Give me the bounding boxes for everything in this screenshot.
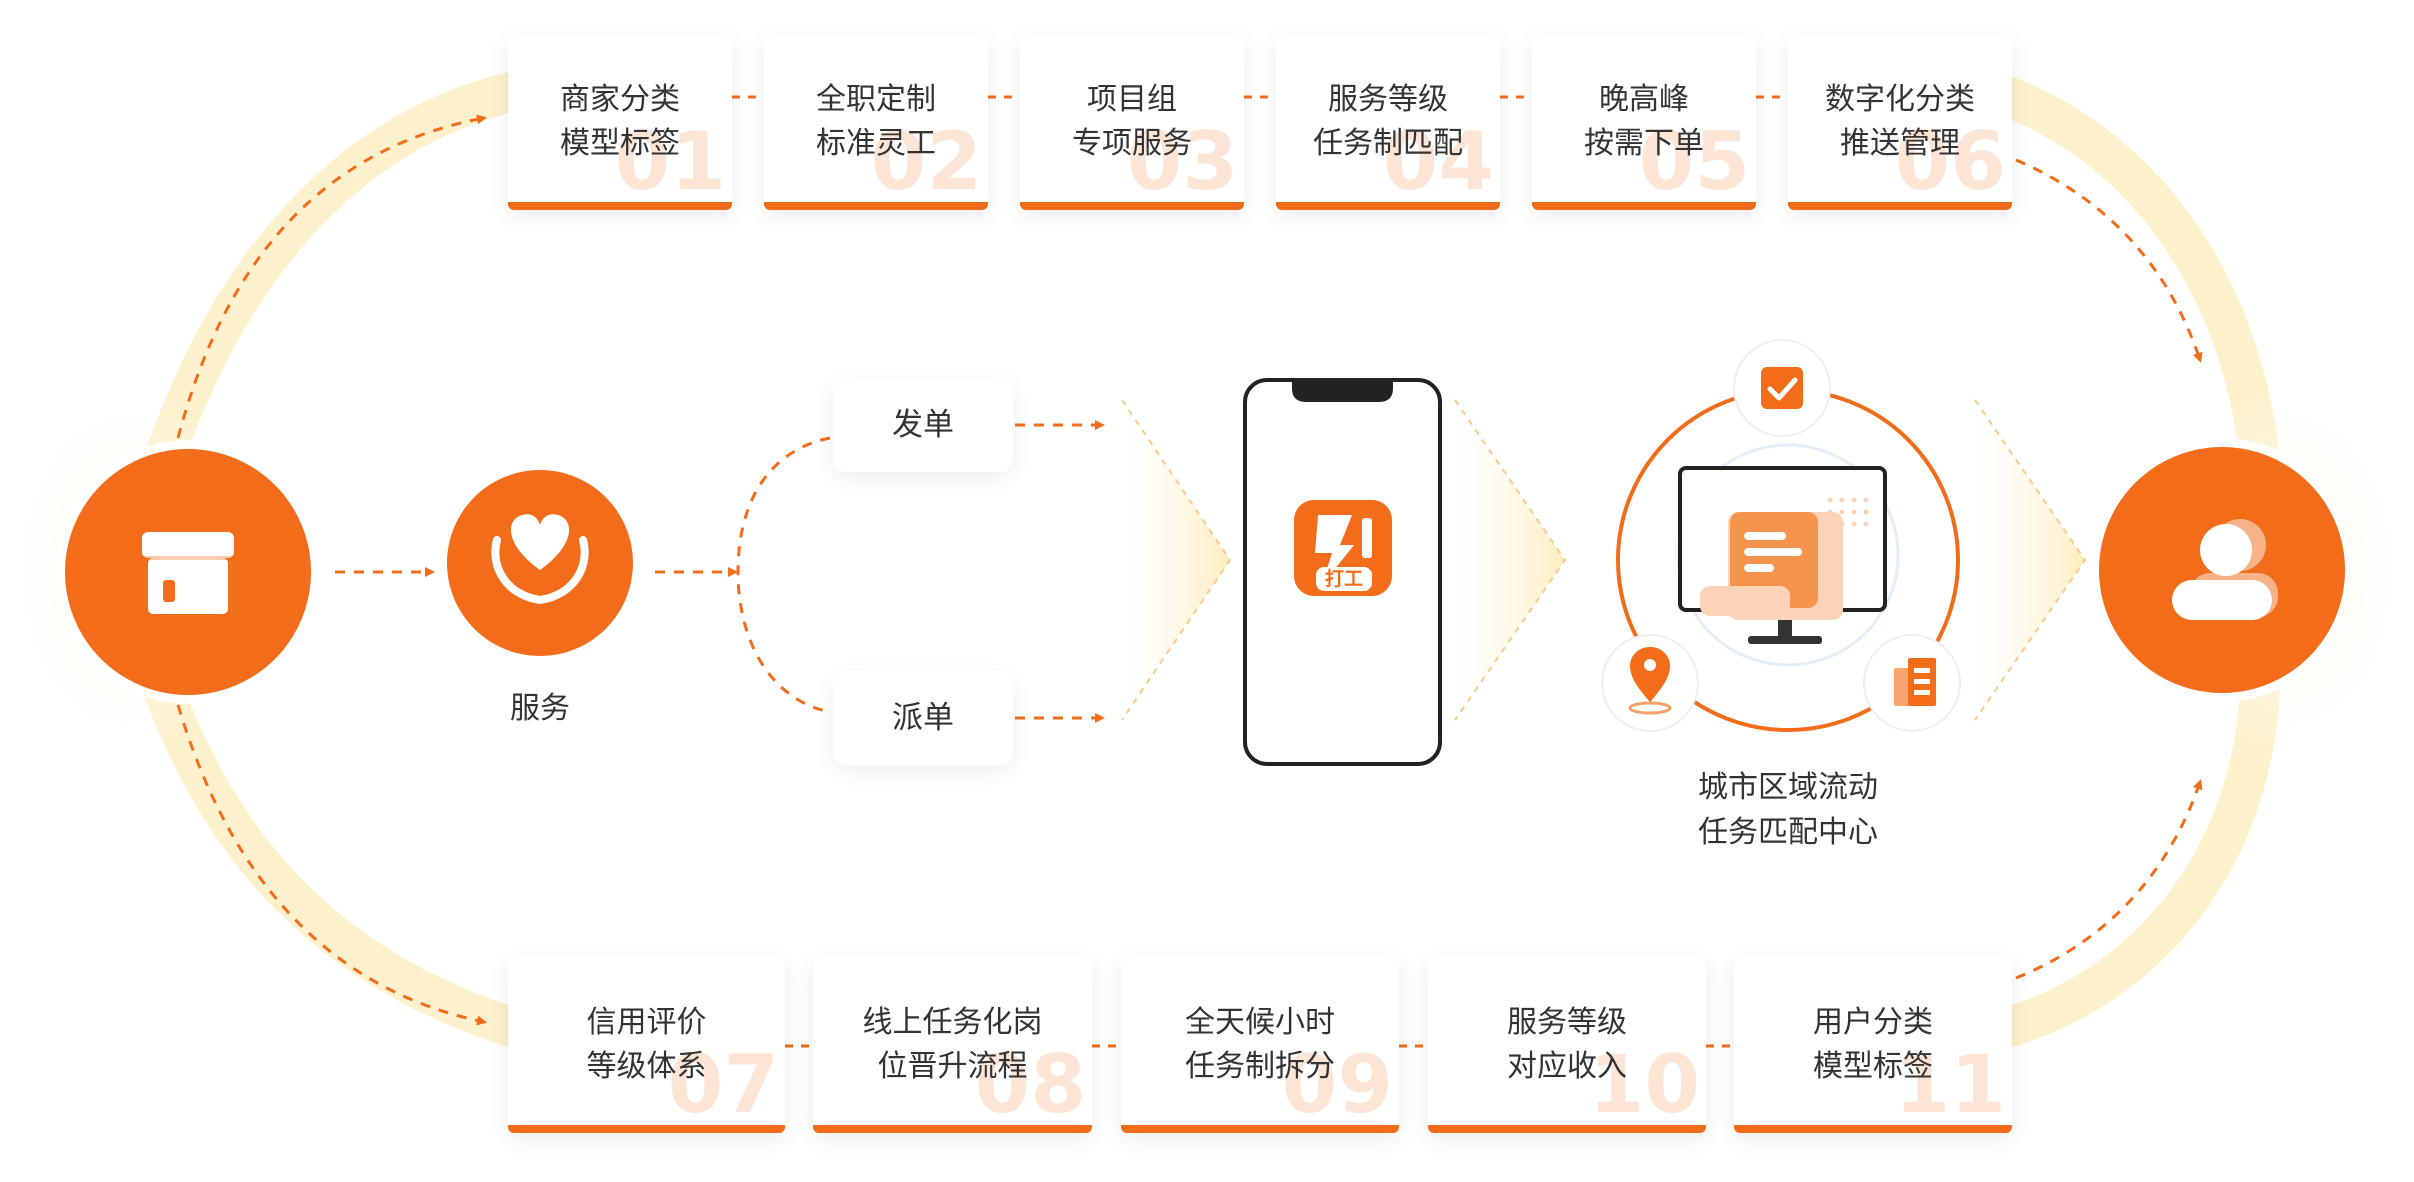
card-line-1: 全天候小时 xyxy=(1185,1005,1335,1040)
card-connectors xyxy=(732,95,1788,1048)
straight-flow-arrows xyxy=(335,420,1105,723)
matching-center-label: 城市区域流动 任务匹配中心 xyxy=(1638,765,1938,855)
card-accent-bar xyxy=(1121,1125,1399,1133)
user-icon xyxy=(2172,519,2278,620)
card-number: 06 xyxy=(1894,115,2006,208)
card-text: 商家分类模型标签 xyxy=(508,78,732,166)
location-pin-icon xyxy=(1601,634,1699,732)
card-line-1: 用户分类 xyxy=(1813,1005,1933,1040)
card-line-2: 按需下单 xyxy=(1584,126,1704,161)
bottom-card-7: 07 信用评价等级体系 xyxy=(508,957,785,1133)
card-text: 服务等级对应收入 xyxy=(1428,1001,1706,1089)
top-card-3: 03 项目组专项服务 xyxy=(1020,34,1244,210)
card-number: 02 xyxy=(870,115,982,208)
card-accent-bar xyxy=(813,1125,1092,1133)
card-accent-bar xyxy=(1532,202,1756,210)
card-text: 信用评价等级体系 xyxy=(508,1001,785,1089)
card-line-2: 专项服务 xyxy=(1072,126,1192,161)
bottom-card-9: 09 全天候小时任务制拆分 xyxy=(1121,957,1399,1133)
card-text: 线上任务化岗位晋升流程 xyxy=(813,1001,1092,1089)
top-card-6: 06 数字化分类推送管理 xyxy=(1788,34,2012,210)
card-line-2: 模型标签 xyxy=(1813,1049,1933,1084)
service-node xyxy=(438,461,642,665)
card-text: 全天候小时任务制拆分 xyxy=(1121,1001,1399,1089)
card-accent-bar xyxy=(508,202,732,210)
clipboard-check-icon xyxy=(1733,339,1831,437)
card-accent-bar xyxy=(764,202,988,210)
store-icon xyxy=(142,532,234,614)
card-line-2: 标准灵工 xyxy=(816,126,936,161)
service-label: 服务 xyxy=(510,691,570,726)
card-line-2: 位晋升流程 xyxy=(877,1049,1028,1084)
assign-order-pill: 派单 xyxy=(833,671,1013,765)
card-number: 04 xyxy=(1382,115,1494,208)
card-line-1: 服务等级 xyxy=(1507,1005,1627,1040)
curved-flow-arrows xyxy=(176,114,2203,1026)
monitor-document-icon xyxy=(1678,466,1887,644)
card-number: 10 xyxy=(1588,1038,1700,1131)
card-line-1: 项目组 xyxy=(1087,82,1177,117)
card-text: 服务等级任务制匹配 xyxy=(1276,78,1500,166)
card-number: 11 xyxy=(1894,1038,2006,1131)
matching-center-label-line-2: 任务匹配中心 xyxy=(1698,815,1878,850)
card-accent-bar xyxy=(1020,202,1244,210)
send-order-pill: 发单 xyxy=(833,378,1013,472)
building-icon xyxy=(1863,634,1961,732)
card-accent-bar xyxy=(1276,202,1500,210)
card-accent-bar xyxy=(1428,1125,1706,1133)
card-line-1: 信用评价 xyxy=(586,1005,707,1040)
top-card-2: 02 全职定制标准灵工 xyxy=(764,34,988,210)
flow-triangles xyxy=(1121,399,2087,721)
card-text: 数字化分类推送管理 xyxy=(1788,78,2012,166)
top-card-1: 01 商家分类模型标签 xyxy=(508,34,732,210)
bottom-card-8: 08 线上任务化岗位晋升流程 xyxy=(813,957,1092,1133)
card-line-1: 全职定制 xyxy=(816,82,936,117)
card-line-2: 推送管理 xyxy=(1840,126,1960,161)
card-line-1: 晚高峰 xyxy=(1599,82,1689,117)
bottom-card-10: 10 服务等级对应收入 xyxy=(1428,957,1706,1133)
card-text: 晚高峰按需下单 xyxy=(1532,78,1756,166)
card-line-1: 商家分类 xyxy=(560,82,680,117)
card-accent-bar xyxy=(508,1125,785,1133)
card-line-2: 对应收入 xyxy=(1507,1049,1627,1084)
phone-device xyxy=(1243,378,1442,766)
app-icon-label: 打工 xyxy=(1324,568,1363,590)
card-line-2: 模型标签 xyxy=(560,126,680,161)
card-text: 用户分类模型标签 xyxy=(1734,1001,2012,1089)
user-node xyxy=(2090,438,2354,702)
card-text: 全职定制标准灵工 xyxy=(764,78,988,166)
bottom-card-11: 11 用户分类模型标签 xyxy=(1734,957,2012,1133)
card-text: 项目组专项服务 xyxy=(1020,78,1244,166)
heart-hands-icon xyxy=(491,514,589,604)
card-line-1: 数字化分类 xyxy=(1825,82,1975,117)
card-number: 03 xyxy=(1126,115,1238,208)
top-card-5: 05 晚高峰按需下单 xyxy=(1532,34,1756,210)
card-line-2: 等级体系 xyxy=(586,1049,707,1084)
matching-center-label-line-1: 城市区域流动 xyxy=(1698,770,1878,805)
card-line-1: 服务等级 xyxy=(1328,82,1448,117)
card-number: 05 xyxy=(1638,115,1750,208)
card-number: 09 xyxy=(1281,1038,1393,1131)
merchant-node xyxy=(56,440,320,704)
card-line-2: 任务制拆分 xyxy=(1185,1049,1335,1084)
card-line-2: 任务制匹配 xyxy=(1313,126,1463,161)
card-line-1: 线上任务化岗 xyxy=(862,1005,1043,1040)
lightning-app-icon xyxy=(1294,500,1392,596)
top-card-4: 04 服务等级任务制匹配 xyxy=(1276,34,1500,210)
matching-center xyxy=(1601,339,1961,732)
card-number: 07 xyxy=(667,1038,779,1131)
card-number: 01 xyxy=(614,115,726,208)
card-accent-bar xyxy=(1788,202,2012,210)
card-number: 08 xyxy=(974,1038,1086,1131)
card-accent-bar xyxy=(1734,1125,2012,1133)
